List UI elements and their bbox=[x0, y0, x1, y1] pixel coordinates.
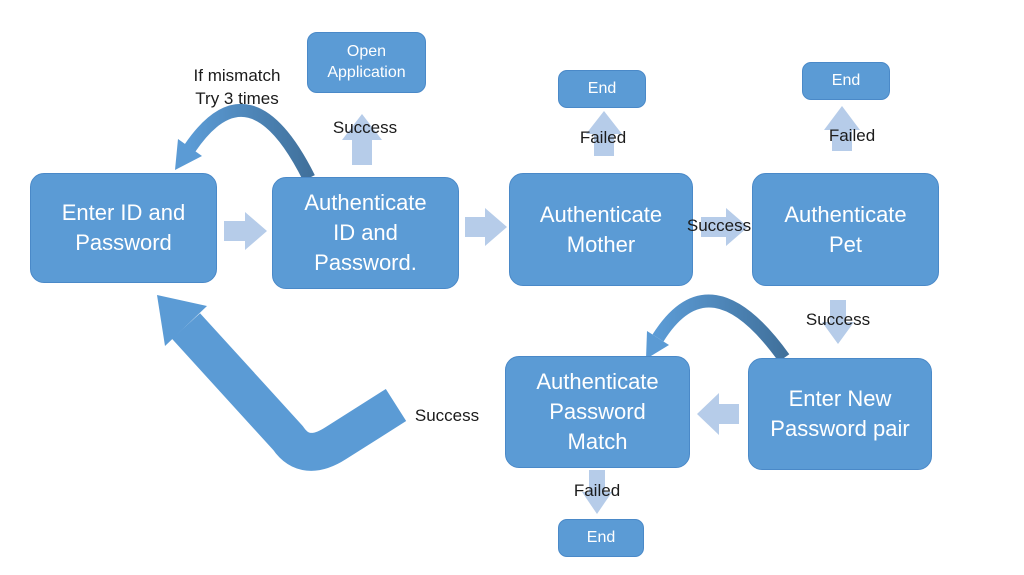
label-success-match-to-enter-id: Success bbox=[414, 406, 480, 425]
arrow-newpair-to-match bbox=[697, 393, 739, 435]
node-authenticate-pet: Authenticate Pet bbox=[752, 173, 939, 286]
node-authenticate-mother: Authenticate Mother bbox=[509, 173, 693, 286]
arrow-failed-mother-to-end bbox=[586, 111, 622, 156]
label-failed-mother: Failed bbox=[579, 128, 627, 147]
node-authenticate-id-password: Authenticate ID and Password. bbox=[272, 177, 459, 289]
label-failed-match: Failed bbox=[573, 481, 621, 500]
node-open-application: Open Application bbox=[307, 32, 426, 93]
arrow-auth-to-mother bbox=[465, 208, 507, 246]
node-end-after-mother: End bbox=[558, 70, 646, 108]
arrow-success-to-open-application bbox=[342, 114, 382, 165]
arrow-mother-to-pet bbox=[701, 208, 748, 246]
label-success-mother-to-pet: Success bbox=[686, 216, 752, 235]
arrow-success-pet-to-newpair bbox=[822, 300, 854, 344]
label-success-to-open-application: Success bbox=[332, 118, 398, 137]
arrow-failed-match-to-end bbox=[582, 470, 612, 514]
arrow-enter-to-auth bbox=[224, 212, 267, 250]
node-end-after-match: End bbox=[558, 519, 644, 557]
curved-arrow-if-mismatch bbox=[175, 104, 315, 181]
node-end-after-pet: End bbox=[802, 62, 890, 100]
node-enter-id-password: Enter ID and Password bbox=[30, 173, 217, 283]
curved-arrow-newpair-to-match bbox=[646, 294, 790, 362]
label-failed-pet: Failed bbox=[828, 126, 876, 145]
label-success-pet-to-new-password: Success bbox=[805, 310, 871, 329]
elbow-arrow-success-to-enter-id bbox=[157, 295, 407, 471]
node-authenticate-password-match: Authenticate Password Match bbox=[505, 356, 690, 468]
node-enter-new-password-pair: Enter New Password pair bbox=[748, 358, 932, 470]
arrow-failed-pet-to-end bbox=[824, 106, 860, 151]
label-if-mismatch: If mismatch Try 3 times bbox=[193, 66, 281, 108]
